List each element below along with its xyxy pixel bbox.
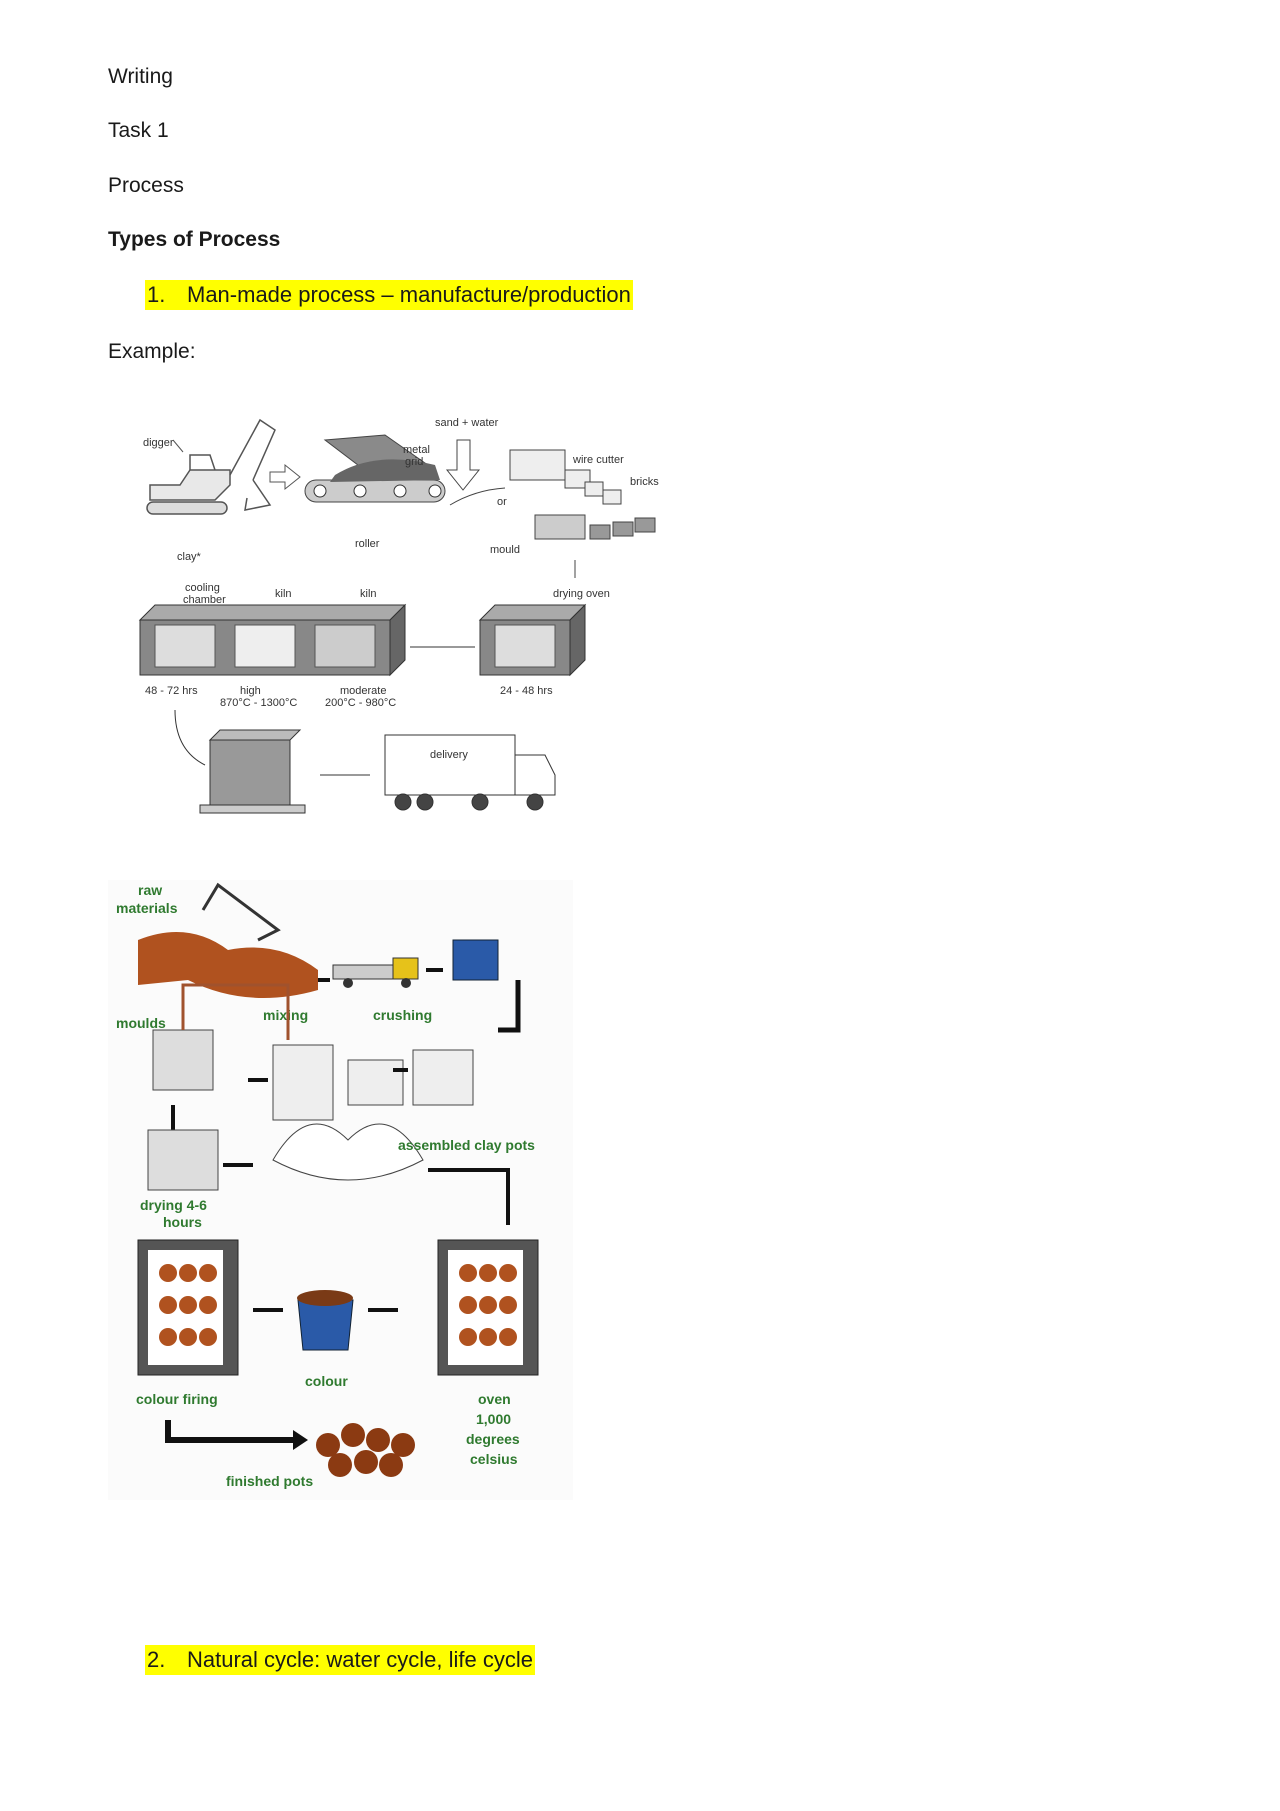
label-mod-temp: 200°C - 980°C <box>325 697 396 709</box>
arrow-icon <box>269 463 301 491</box>
wire-cutter-icon <box>509 449 656 540</box>
oven-icon <box>437 1239 539 1376</box>
label-raw: raw <box>138 882 162 898</box>
colour-bucket-icon <box>297 1290 354 1351</box>
label-chamber: chamber <box>183 594 226 606</box>
terrain-icon <box>138 932 318 998</box>
delivery-truck-icon <box>384 734 556 811</box>
label-colour: colour <box>305 1373 348 1389</box>
label-mould: mould <box>490 544 520 556</box>
kiln-row-icon <box>138 603 587 677</box>
doc-line-example: Example: <box>108 340 196 363</box>
digger-icon <box>146 418 276 515</box>
moulds-icon <box>152 983 290 1091</box>
roller-conveyor-icon <box>304 434 446 503</box>
label-delivery: delivery <box>430 749 468 761</box>
label-moulds: moulds <box>116 1015 166 1031</box>
label-moderate: moderate <box>340 685 386 697</box>
label-crushing: crushing <box>373 1007 432 1023</box>
doc-line-writing: Writing <box>108 65 173 88</box>
label-or: or <box>497 496 507 508</box>
label-grid: grid <box>405 456 423 468</box>
label-hrs-dry: 24 - 48 hrs <box>500 685 553 697</box>
label-oven-1: oven <box>478 1391 511 1407</box>
doc-line-process: Process <box>108 174 184 197</box>
mixer-icon <box>272 1044 474 1121</box>
label-oven-3: degrees <box>466 1431 520 1447</box>
label-oven-4: celsius <box>470 1451 518 1467</box>
label-cooling: cooling <box>185 582 220 594</box>
list-text: Natural cycle: water cycle, life cycle <box>187 1647 533 1672</box>
assembled-pots-icon <box>272 1123 424 1181</box>
label-finished: finished pots <box>226 1473 313 1489</box>
down-arrow-icon <box>445 439 481 491</box>
label-colour-firing: colour firing <box>136 1391 218 1407</box>
truck-icon <box>332 957 419 988</box>
list-text: Man-made process – manufacture/productio… <box>187 282 631 307</box>
list-number: 2. <box>147 1647 166 1672</box>
finished-pots-icon <box>316 1423 415 1477</box>
brick-process-diagram: digger clay* metal grid roller sand + wa… <box>138 417 659 814</box>
list-item-1: 1. Man-made process – manufacture/product… <box>145 280 633 310</box>
label-wire-cutter: wire cutter <box>572 454 624 466</box>
label-materials: materials <box>116 900 178 916</box>
label-oven-2: 1,000 <box>476 1411 511 1427</box>
doc-heading-types: Types of Process <box>108 228 281 251</box>
drying-mould-icon <box>147 1129 219 1191</box>
list-item-2: 2. Natural cycle: water cycle, life cycle <box>145 1645 535 1675</box>
list-number: 1. <box>147 282 166 307</box>
label-kiln-1: kiln <box>275 588 292 600</box>
excavator-icon <box>201 882 281 942</box>
label-mixing: mixing <box>263 1007 308 1023</box>
label-bricks: bricks <box>630 476 659 488</box>
label-metal: metal <box>403 444 430 456</box>
label-drying-oven: drying oven <box>553 588 610 600</box>
label-drying-1: drying 4-6 <box>140 1197 207 1213</box>
label-sand-water: sand + water <box>435 417 499 429</box>
doc-line-task: Task 1 <box>108 119 169 142</box>
label-high: high <box>240 685 261 697</box>
colour-firing-oven-icon <box>137 1239 239 1376</box>
label-assembled: assembled clay pots <box>398 1137 535 1153</box>
label-drying-2: hours <box>163 1214 202 1230</box>
clay-pot-process-diagram: raw materials moulds mixing crushing ass… <box>108 880 573 1500</box>
label-hrs-cool: 48 - 72 hrs <box>145 685 198 697</box>
label-digger: digger <box>143 437 174 449</box>
packaging-icon <box>199 729 306 814</box>
label-high-temp: 870°C - 1300°C <box>220 697 297 709</box>
label-clay: clay* <box>177 551 202 563</box>
crusher-machine-icon <box>452 939 499 981</box>
label-roller: roller <box>355 538 380 550</box>
label-kiln-2: kiln <box>360 588 377 600</box>
